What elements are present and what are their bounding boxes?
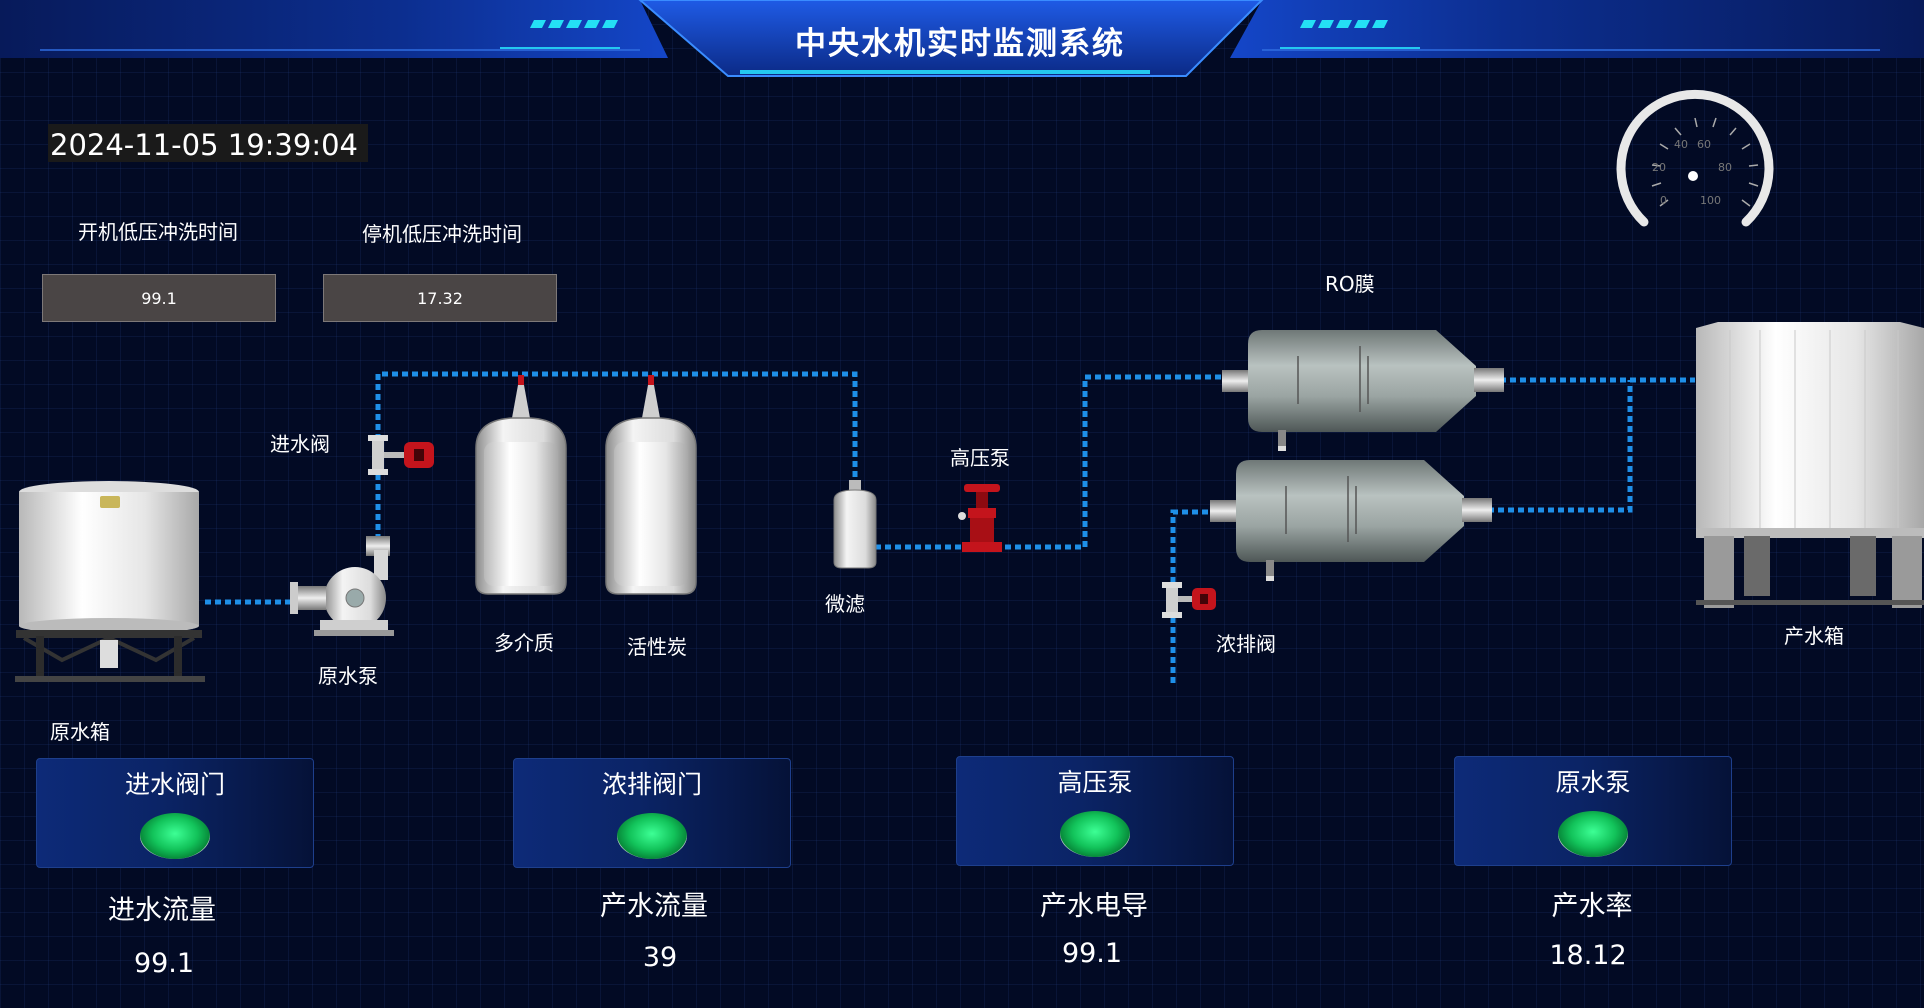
product-tank-label: 产水箱 [1784,624,1844,648]
gauge-ticks [1651,117,1759,207]
startup-flush-value: 99.1 [42,274,276,322]
metric-product-conductivity-label: 产水电导 [1040,891,1148,922]
inlet-valve-icon [368,435,434,475]
high-pressure-pump-label: 高压泵 [950,446,1010,470]
gauge-label-20: 20 [1652,161,1666,174]
ro-membrane-lower-icon [1210,460,1492,581]
multimedia-filter-label: 多介质 [494,631,554,655]
pipe-hp-to-ro [875,374,1222,550]
multimedia-filter-icon [475,375,567,595]
shutdown-flush-label: 停机低压冲洗时间 [362,222,522,246]
gauge-label-0: 0 [1660,194,1667,207]
carbon-filter-icon [605,375,697,595]
gauge-label-100: 100 [1700,194,1721,207]
metric-product-flow-label: 产水流量 [600,891,708,922]
status-card-high-pressure-pump: 高压泵 [956,756,1234,866]
ro-membrane-upper-icon [1222,330,1504,451]
gauge-label-60: 60 [1697,138,1711,151]
status-lamp-icon [617,813,687,859]
inlet-valve-label: 进水阀 [270,432,330,456]
status-card-inlet-valve: 进水阀门 [36,758,314,868]
ro-membrane-label: RO膜 [1325,272,1375,296]
header-stripes-right [1300,20,1388,28]
gauge-label-40: 40 [1674,138,1688,151]
shutdown-flush-value: 17.32 [323,274,557,322]
startup-flush-label: 开机低压冲洗时间 [78,220,238,244]
page-title: 中央水机实时监测系统 [795,26,1125,62]
status-card-title: 浓排阀门 [601,770,702,799]
raw-tank-icon [15,481,205,682]
drain-valve-icon [1162,582,1216,618]
header-frame [0,0,1924,77]
raw-pump-icon [290,536,394,636]
header-stripes-left [530,20,618,28]
metric-inlet-flow-value: 99.1 [133,948,195,979]
pipe-drain [1170,509,1210,683]
datetime-display: 2024-11-05 19:39:04 [48,124,368,162]
high-pressure-pump-icon [958,484,1002,552]
metric-product-rate-value: 18.12 [1549,940,1627,971]
raw-tank-label: 原水箱 [50,720,110,744]
micro-filter-icon [833,480,877,569]
metric-product-flow-value: 39 [642,942,678,973]
status-lamp-icon [140,813,210,859]
metric-product-conductivity-value: 99.1 [1061,938,1123,969]
metric-inlet-flow-label: 进水流量 [108,895,216,926]
gauge-label-80: 80 [1718,161,1732,174]
status-card-raw-pump: 原水泵 [1454,756,1732,866]
status-card-drain-valve: 浓排阀门 [513,758,791,868]
metric-product-rate-label: 产水率 [1551,891,1633,922]
gauge [1616,89,1774,227]
status-lamp-icon [1060,811,1130,857]
status-card-title: 高压泵 [1057,768,1133,797]
status-lamp-icon [1558,811,1628,857]
product-tank-icon [1696,322,1924,608]
micro-filter-label: 微滤 [825,592,865,616]
carbon-filter-label: 活性炭 [627,635,687,659]
drain-valve-label: 浓排阀 [1216,632,1276,656]
pipe-network [205,371,1695,683]
status-card-title: 原水泵 [1555,768,1631,797]
gauge-needle-hub [1688,171,1698,181]
raw-pump-label: 原水泵 [318,664,378,688]
pipe-ro2-to-product [1488,380,1633,513]
status-card-title: 进水阀门 [124,770,225,799]
